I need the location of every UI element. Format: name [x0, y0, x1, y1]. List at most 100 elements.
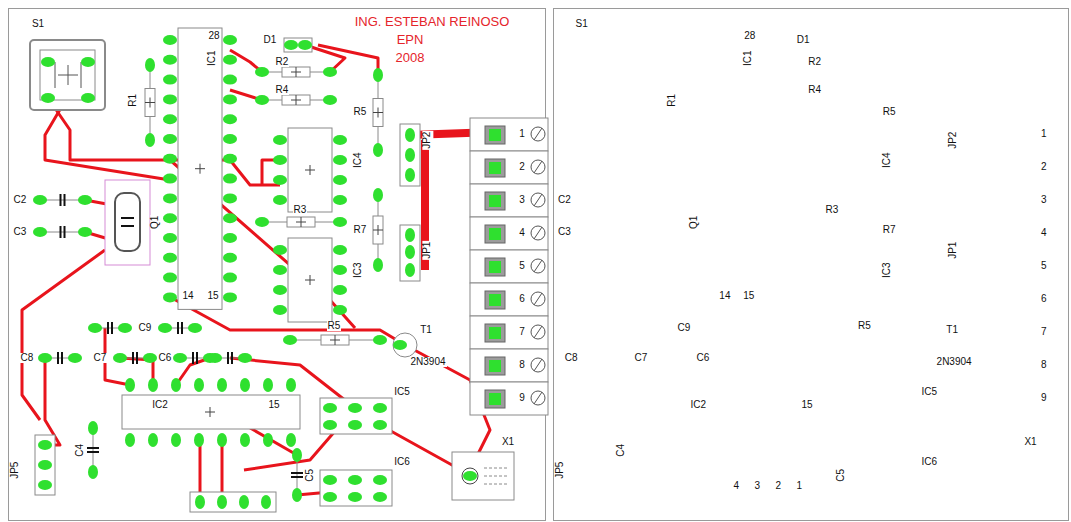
solder-pad — [163, 35, 177, 45]
solder-pad — [273, 285, 287, 295]
part-label: IC5 — [393, 387, 411, 398]
ic-mark — [195, 164, 205, 174]
part-label: C6 — [696, 353, 711, 364]
solder-pad — [163, 154, 177, 164]
solder-pad — [217, 495, 227, 509]
terminal-block — [470, 316, 548, 349]
solder-pad — [348, 492, 362, 502]
part-label: 5 — [518, 261, 526, 272]
solder-pad — [194, 378, 204, 392]
solder-pad — [145, 58, 155, 72]
part-label: JP2 — [949, 130, 960, 149]
part-label: 4 — [733, 481, 741, 492]
solder-pad — [298, 40, 312, 50]
part-label: 2N3904 — [936, 357, 973, 368]
solder-pad — [333, 135, 347, 145]
solder-pad — [273, 305, 287, 315]
resistor-symbol — [321, 335, 349, 345]
solder-pad — [208, 353, 222, 363]
part-label: R5 — [857, 321, 872, 332]
part-label: JP5 — [555, 460, 566, 479]
solder-pad — [373, 475, 387, 485]
solder-pad — [373, 420, 387, 430]
terminal-block — [470, 349, 548, 382]
solder-pad — [286, 433, 296, 447]
solder-pad — [145, 133, 155, 147]
solder-pad — [333, 195, 347, 205]
part-label: R5 — [327, 321, 342, 332]
terminal-block — [470, 283, 548, 316]
part-label: C5 — [836, 468, 847, 483]
solder-pad — [38, 440, 52, 450]
solder-pad — [273, 245, 287, 255]
part-label: JP1 — [949, 240, 960, 259]
solder-pad — [223, 134, 237, 144]
author-note: EPN — [396, 33, 425, 47]
part-label: 1 — [796, 481, 804, 492]
copper-traces — [22, 45, 495, 500]
transistor-symbol — [393, 333, 417, 357]
part-label: C2 — [557, 195, 572, 206]
solder-pad — [68, 353, 82, 363]
part-label: 9 — [518, 393, 526, 404]
part-label: 2 — [1040, 162, 1048, 173]
solder-pad — [373, 68, 383, 82]
solder-pad — [489, 195, 501, 207]
solder-pad — [223, 233, 237, 243]
switch-body — [40, 50, 95, 100]
solder-pad — [223, 55, 237, 65]
solder-pad — [333, 245, 347, 255]
part-label: R1 — [128, 93, 139, 108]
solder-pad — [163, 134, 177, 144]
resistor-mark — [291, 95, 301, 105]
part-label: C7 — [633, 353, 648, 364]
terminal-socket — [485, 324, 505, 342]
part-label: R3 — [293, 205, 308, 216]
part-label: IC4 — [882, 151, 893, 169]
ic-mark — [305, 165, 315, 175]
solder-pad — [81, 93, 95, 103]
solder-pad — [113, 353, 127, 363]
solder-pad — [38, 460, 52, 470]
part-label: 15 — [800, 400, 813, 411]
solder-pad — [223, 114, 237, 124]
terminal-block — [470, 151, 548, 184]
terminal-block — [470, 118, 548, 151]
part-label: 4 — [518, 228, 526, 239]
copper-trace — [22, 250, 105, 420]
solder-pad — [323, 492, 337, 502]
part-label: T1 — [945, 325, 959, 336]
terminal-screw — [531, 391, 545, 405]
part-label: 1 — [1040, 129, 1048, 140]
part-label: IC5 — [920, 387, 938, 398]
part-label: Q1 — [689, 214, 700, 229]
jumper-header — [400, 124, 420, 186]
solder-pad — [223, 94, 237, 104]
solder-pad — [163, 213, 177, 223]
solder-pad — [348, 403, 362, 413]
solder-pad — [286, 378, 296, 392]
solder-pad — [118, 323, 132, 333]
ic-mark — [205, 407, 215, 417]
part-label: R5 — [353, 107, 368, 118]
part-label: 3 — [518, 195, 526, 206]
solder-pad — [238, 353, 252, 363]
solder-pad — [255, 95, 269, 105]
solder-pad — [263, 433, 273, 447]
solder-pad — [323, 95, 337, 105]
capacitor-symbol — [291, 473, 303, 477]
jumper-header — [35, 435, 55, 495]
solder-pad — [41, 57, 55, 67]
part-label: 4 — [1040, 228, 1048, 239]
terminal-screw-slot — [534, 227, 542, 239]
capacitor-symbol — [61, 194, 65, 206]
solder-pad — [163, 94, 177, 104]
solder-pad — [333, 155, 347, 165]
solder-pad — [373, 258, 383, 272]
solder-pad — [239, 495, 249, 509]
solder-pad — [125, 378, 135, 392]
part-label: 15 — [206, 291, 219, 302]
diode-symbol — [284, 38, 312, 52]
solder-pad — [292, 488, 302, 502]
